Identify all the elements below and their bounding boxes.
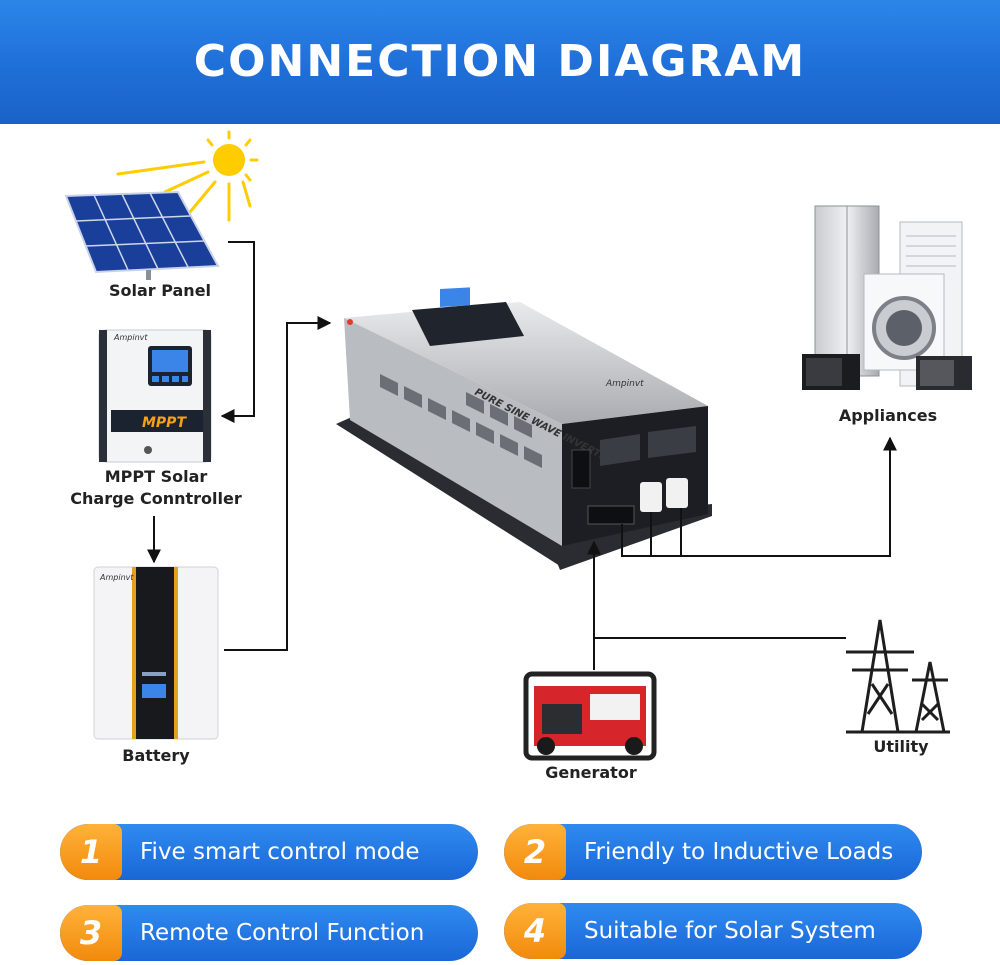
feature-text: Five smart control mode	[140, 839, 420, 865]
connection-wires	[147, 241, 897, 670]
sun-icon	[116, 130, 259, 222]
feature-text: Suitable for Solar System	[584, 918, 876, 944]
solar-panel-icon	[64, 190, 220, 280]
battery-icon: Ampinvt	[93, 566, 219, 740]
generator-icon	[523, 671, 657, 761]
controller-label: MPPT Solar Charge Conntroller	[70, 467, 242, 508]
mppt-controller-icon: MPPT Ampinvt	[98, 329, 212, 463]
generator-label: Generator	[545, 763, 637, 782]
appliances-label: Appliances	[838, 406, 938, 425]
wire-battery-to-inverter	[224, 316, 332, 651]
solar-panel-label: Solar Panel	[108, 281, 212, 300]
header-banner: CONNECTION DIAGRAM	[0, 0, 1000, 124]
battery-label: Battery	[122, 746, 190, 765]
diagram-canvas: MPPT Ampinvt Ampinvt PURE SINE WAVE INVE…	[64, 130, 972, 761]
inverter-icon: PURE SINE WAVE INVERTER Ampinvt	[336, 287, 712, 570]
battery-brand-logo: Ampinvt	[99, 573, 134, 582]
feature-number-badge: 1	[60, 824, 122, 880]
wire-solar-to-controller	[220, 241, 255, 423]
inverter-brand-logo: Ampinvt	[605, 379, 644, 389]
utility-label: Utility	[873, 737, 929, 756]
feature-pill-3: 3 Remote Control Function	[60, 905, 478, 961]
utility-tower-icon	[846, 619, 950, 734]
appliances-icon	[802, 205, 972, 390]
wire-inverter-to-appliances	[621, 436, 897, 557]
feature-number-badge: 3	[60, 905, 122, 961]
feature-pill-4: 4 Suitable for Solar System	[504, 903, 922, 959]
feature-pill-2: 2 Friendly to Inductive Loads	[504, 824, 922, 880]
page-title: CONNECTION DIAGRAM	[193, 36, 807, 87]
feature-text: Friendly to Inductive Loads	[584, 839, 894, 865]
feature-number-badge: 2	[504, 824, 566, 880]
feature-text: Remote Control Function	[140, 920, 425, 946]
brand-logo: Ampinvt	[113, 333, 148, 342]
feature-number-badge: 4	[504, 903, 566, 959]
feature-pill-1: 1 Five smart control mode	[60, 824, 478, 880]
mppt-text: MPPT	[142, 415, 187, 431]
